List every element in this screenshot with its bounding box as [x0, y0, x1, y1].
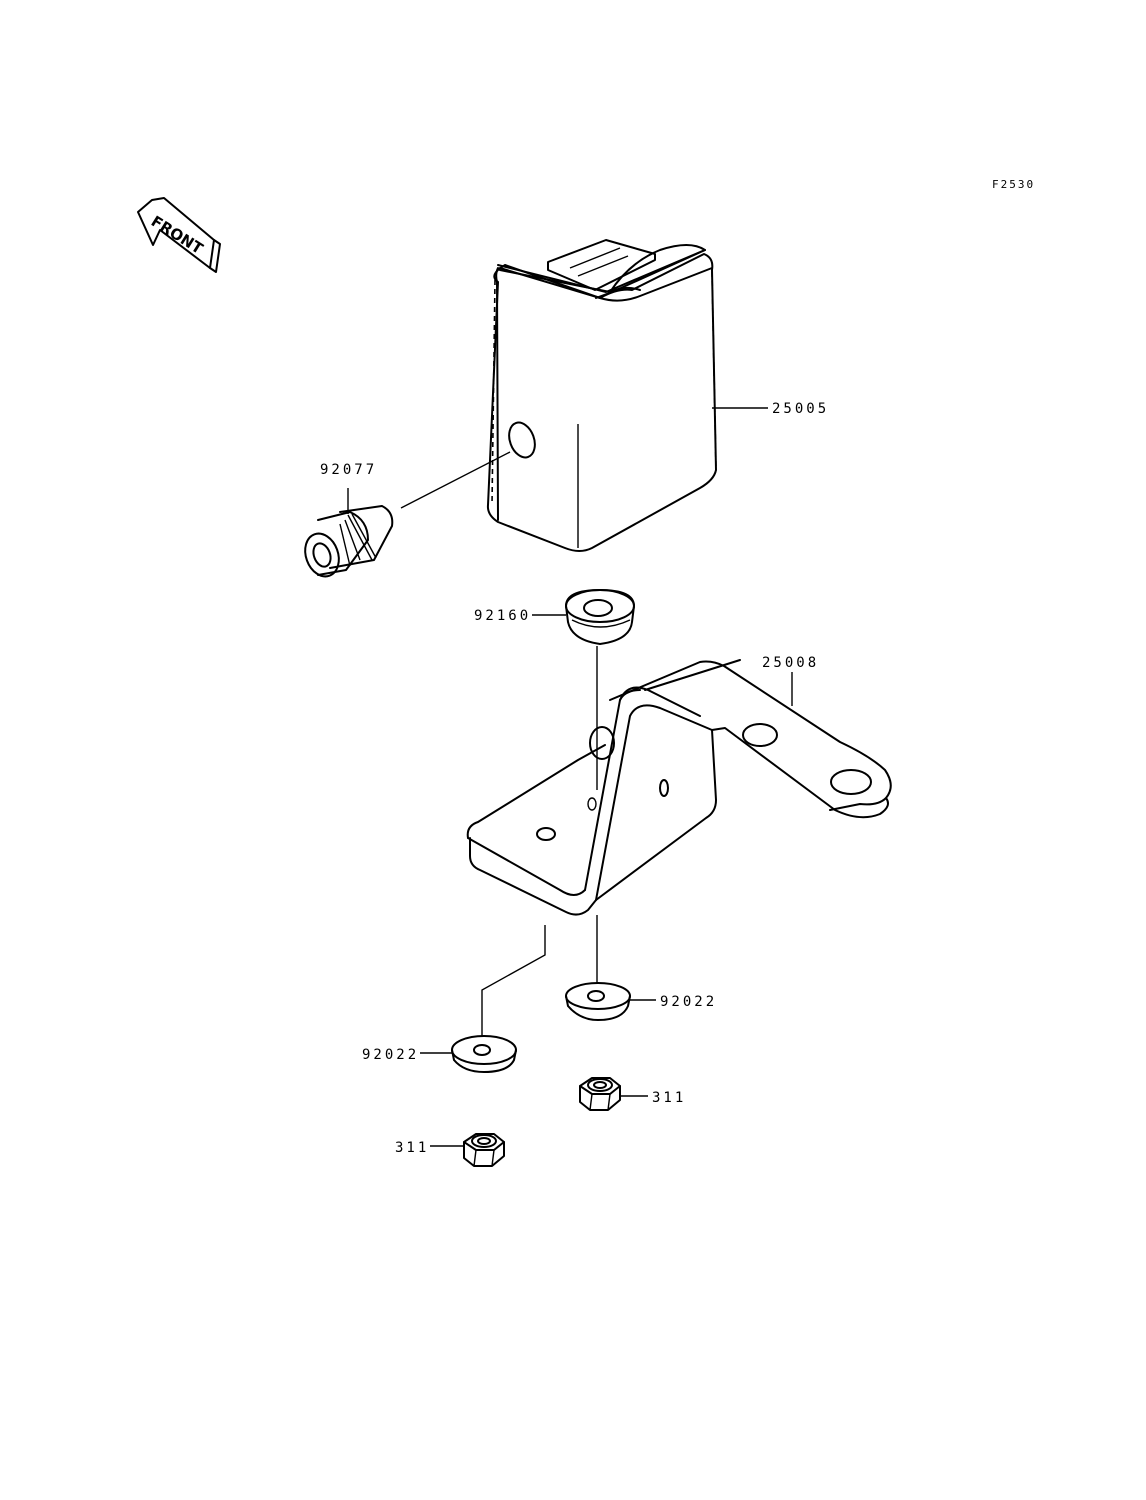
- nut-left: 311: [395, 1133, 505, 1167]
- mounting-bracket: 25008: [466, 655, 892, 916]
- front-arrow-icon: FRONT: [137, 197, 221, 273]
- label-311-left: 311: [395, 1140, 429, 1156]
- grommet: 92160: [474, 589, 635, 790]
- label-311-right: 311: [652, 1090, 686, 1106]
- washer-left: 92022: [362, 925, 546, 1073]
- diagram-code: F2530: [992, 178, 1035, 191]
- washer-right: 92022: [565, 915, 717, 1021]
- label-25008: 25008: [762, 655, 819, 671]
- cable-fitting: 92077: [304, 462, 394, 578]
- label-92022-left: 92022: [362, 1047, 419, 1063]
- label-25005: 25005: [772, 401, 829, 417]
- nut-right: 311: [579, 1077, 686, 1111]
- label-92160: 92160: [474, 608, 531, 624]
- label-92077: 92077: [320, 462, 377, 478]
- meter-case: 25005: [400, 239, 829, 552]
- label-92022-right: 92022: [660, 994, 717, 1010]
